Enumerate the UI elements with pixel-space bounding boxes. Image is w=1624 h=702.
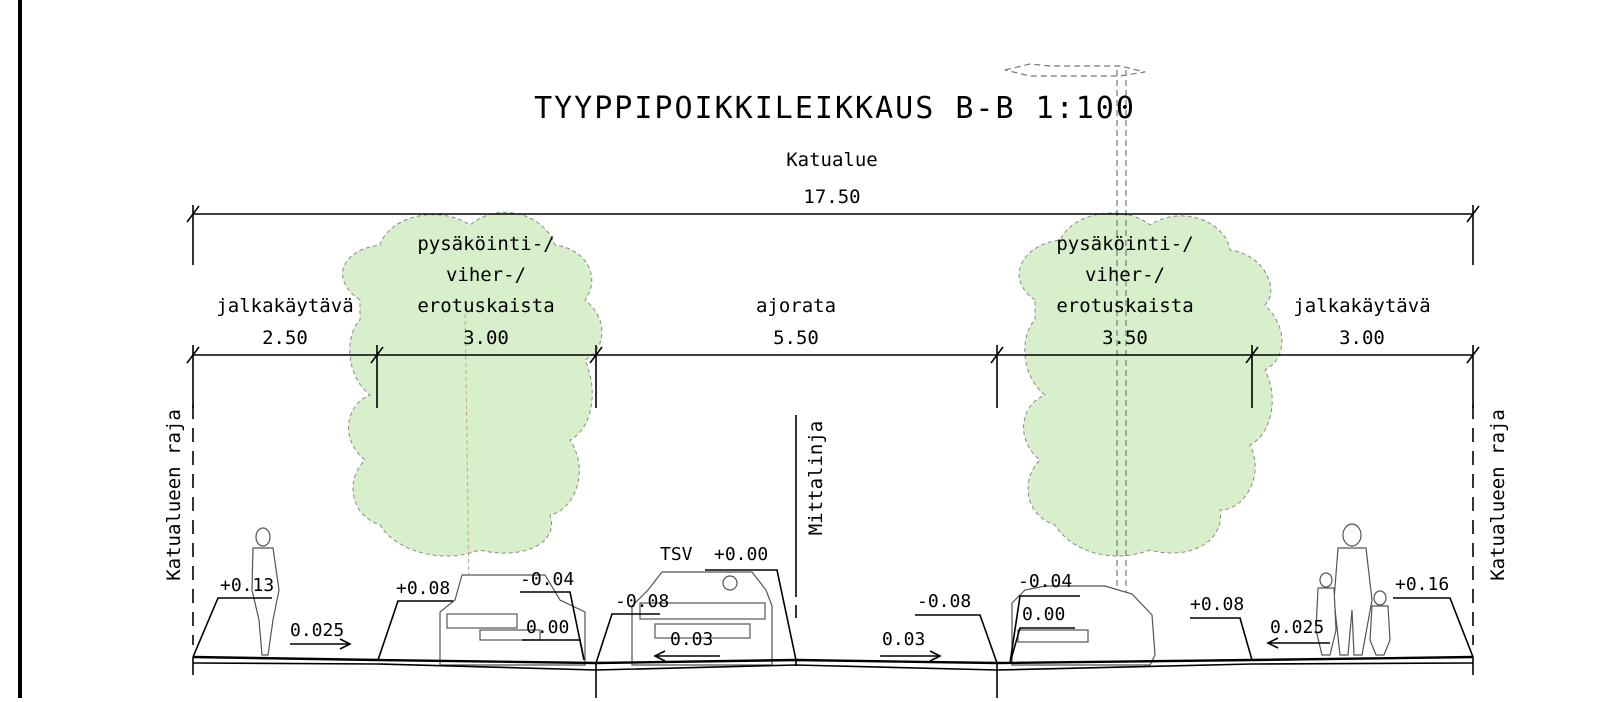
level-left-road-slope: 0.03 — [670, 629, 713, 650]
section-width-right-strip: 3.50 — [1102, 327, 1148, 349]
section-name-left-strip-1: pysäköinti-/ — [417, 233, 554, 255]
level-left-road-edge: -0.08 — [615, 591, 669, 612]
car-roadway — [631, 571, 773, 666]
right-tree — [1018, 212, 1283, 557]
level-left-walk-slope: 0.025 — [290, 620, 344, 641]
section-width-left-strip: 3.00 — [463, 327, 509, 349]
street-area-label: Katualue — [786, 149, 878, 171]
level-leaders — [192, 569, 1474, 664]
level-right-road-slope: 0.03 — [882, 629, 925, 650]
section-name-right-strip-1: pysäköinti-/ — [1056, 233, 1193, 255]
section-name-left-walkway: jalkakäytävä — [216, 295, 353, 317]
parked-car-left — [439, 574, 586, 666]
street-light — [1004, 63, 1146, 662]
pedestrian-right-family — [1315, 523, 1391, 656]
section-name-roadway: ajorata — [756, 295, 836, 317]
level-right-strip-top: +0.08 — [1190, 594, 1244, 615]
section-name-left-strip-3: erotuskaista — [417, 295, 554, 317]
street-area-width: 17.50 — [803, 186, 860, 208]
pedestrian-left — [251, 527, 280, 656]
level-right-walk-slope: 0.025 — [1270, 617, 1324, 638]
tsv-value: +0.00 — [714, 544, 768, 565]
level-right-strip-low: 0.00 — [1022, 604, 1065, 625]
level-left-walk-top: +0.13 — [220, 575, 274, 596]
ground-profile — [192, 655, 1474, 698]
right-boundary-label: Katualueen raja — [1487, 409, 1509, 581]
tsv-label: TSV — [660, 544, 693, 565]
section-name-left-strip-2: viher-/ — [446, 264, 526, 286]
level-right-strip-edge: -0.04 — [1018, 571, 1072, 592]
level-left-strip-top: +0.08 — [396, 578, 450, 599]
overall-dimension-line — [186, 205, 1480, 265]
level-left-strip-edge: -0.04 — [520, 569, 574, 590]
section-width-left-walkway: 2.50 — [262, 327, 308, 349]
left-boundary-label: Katualueen raja — [163, 409, 185, 581]
slope-arrows — [290, 637, 1330, 662]
section-dimension-line — [186, 345, 1480, 408]
section-name-right-walkway: jalkakäytävä — [1293, 295, 1430, 317]
section-width-right-walkway: 3.00 — [1339, 327, 1385, 349]
section-width-roadway: 5.50 — [773, 327, 819, 349]
level-left-strip-low: 0.00 — [526, 617, 569, 638]
parked-car-right — [1011, 585, 1156, 666]
section-name-right-strip-3: erotuskaista — [1056, 295, 1193, 317]
drawing-title: TYYPPIPOIKKILEIKKAUS B-B 1:100 — [534, 91, 1136, 126]
level-right-road-edge: -0.08 — [917, 591, 971, 612]
level-right-walk-top: +0.16 — [1395, 574, 1449, 595]
section-name-right-strip-2: viher-/ — [1085, 264, 1165, 286]
measure-line-label: Mittalinja — [805, 421, 827, 535]
